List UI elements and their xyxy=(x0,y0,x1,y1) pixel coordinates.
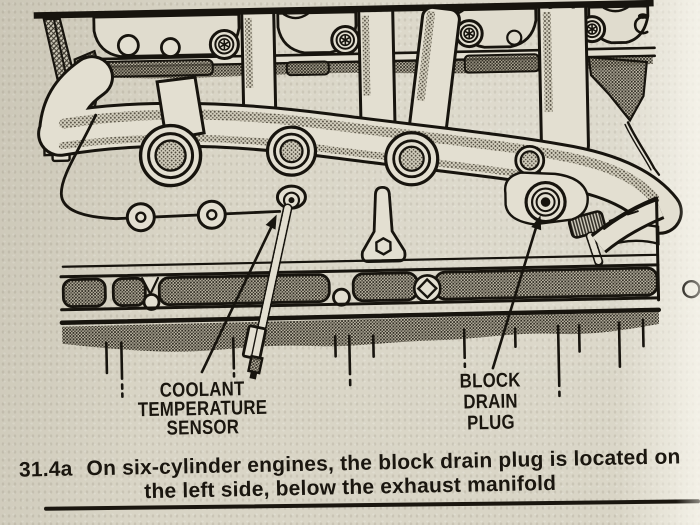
manifold-runner xyxy=(240,5,590,162)
sensor-leader-arrow xyxy=(200,214,277,374)
engine-block xyxy=(59,113,662,398)
head-bolt xyxy=(116,29,523,58)
label-line: PLUG xyxy=(466,411,516,435)
caption-figure-number: 31.4a xyxy=(18,457,73,482)
block-shadow-band xyxy=(61,311,660,352)
figure-content xyxy=(33,0,700,398)
engine-illustration xyxy=(33,0,700,398)
block-drain-plug-label: BLOCK DRAIN PLUG xyxy=(406,369,575,435)
dipstick-tube xyxy=(626,121,656,170)
gasket-slot xyxy=(61,266,659,308)
coolant-temperature-sensor-label: COOLANT TEMPERATURE SENSOR xyxy=(118,378,287,439)
plug-leader-arrow xyxy=(491,215,542,370)
block-drain-plug xyxy=(503,171,589,226)
block-edge-curve xyxy=(59,113,282,221)
bracket-rod xyxy=(360,185,407,264)
manifold-port xyxy=(138,123,546,190)
hatch-strokes xyxy=(105,318,645,398)
core-plug-washer xyxy=(125,199,227,233)
exhaust-manifold xyxy=(37,5,683,235)
coolant-temperature-sensor xyxy=(241,184,307,380)
